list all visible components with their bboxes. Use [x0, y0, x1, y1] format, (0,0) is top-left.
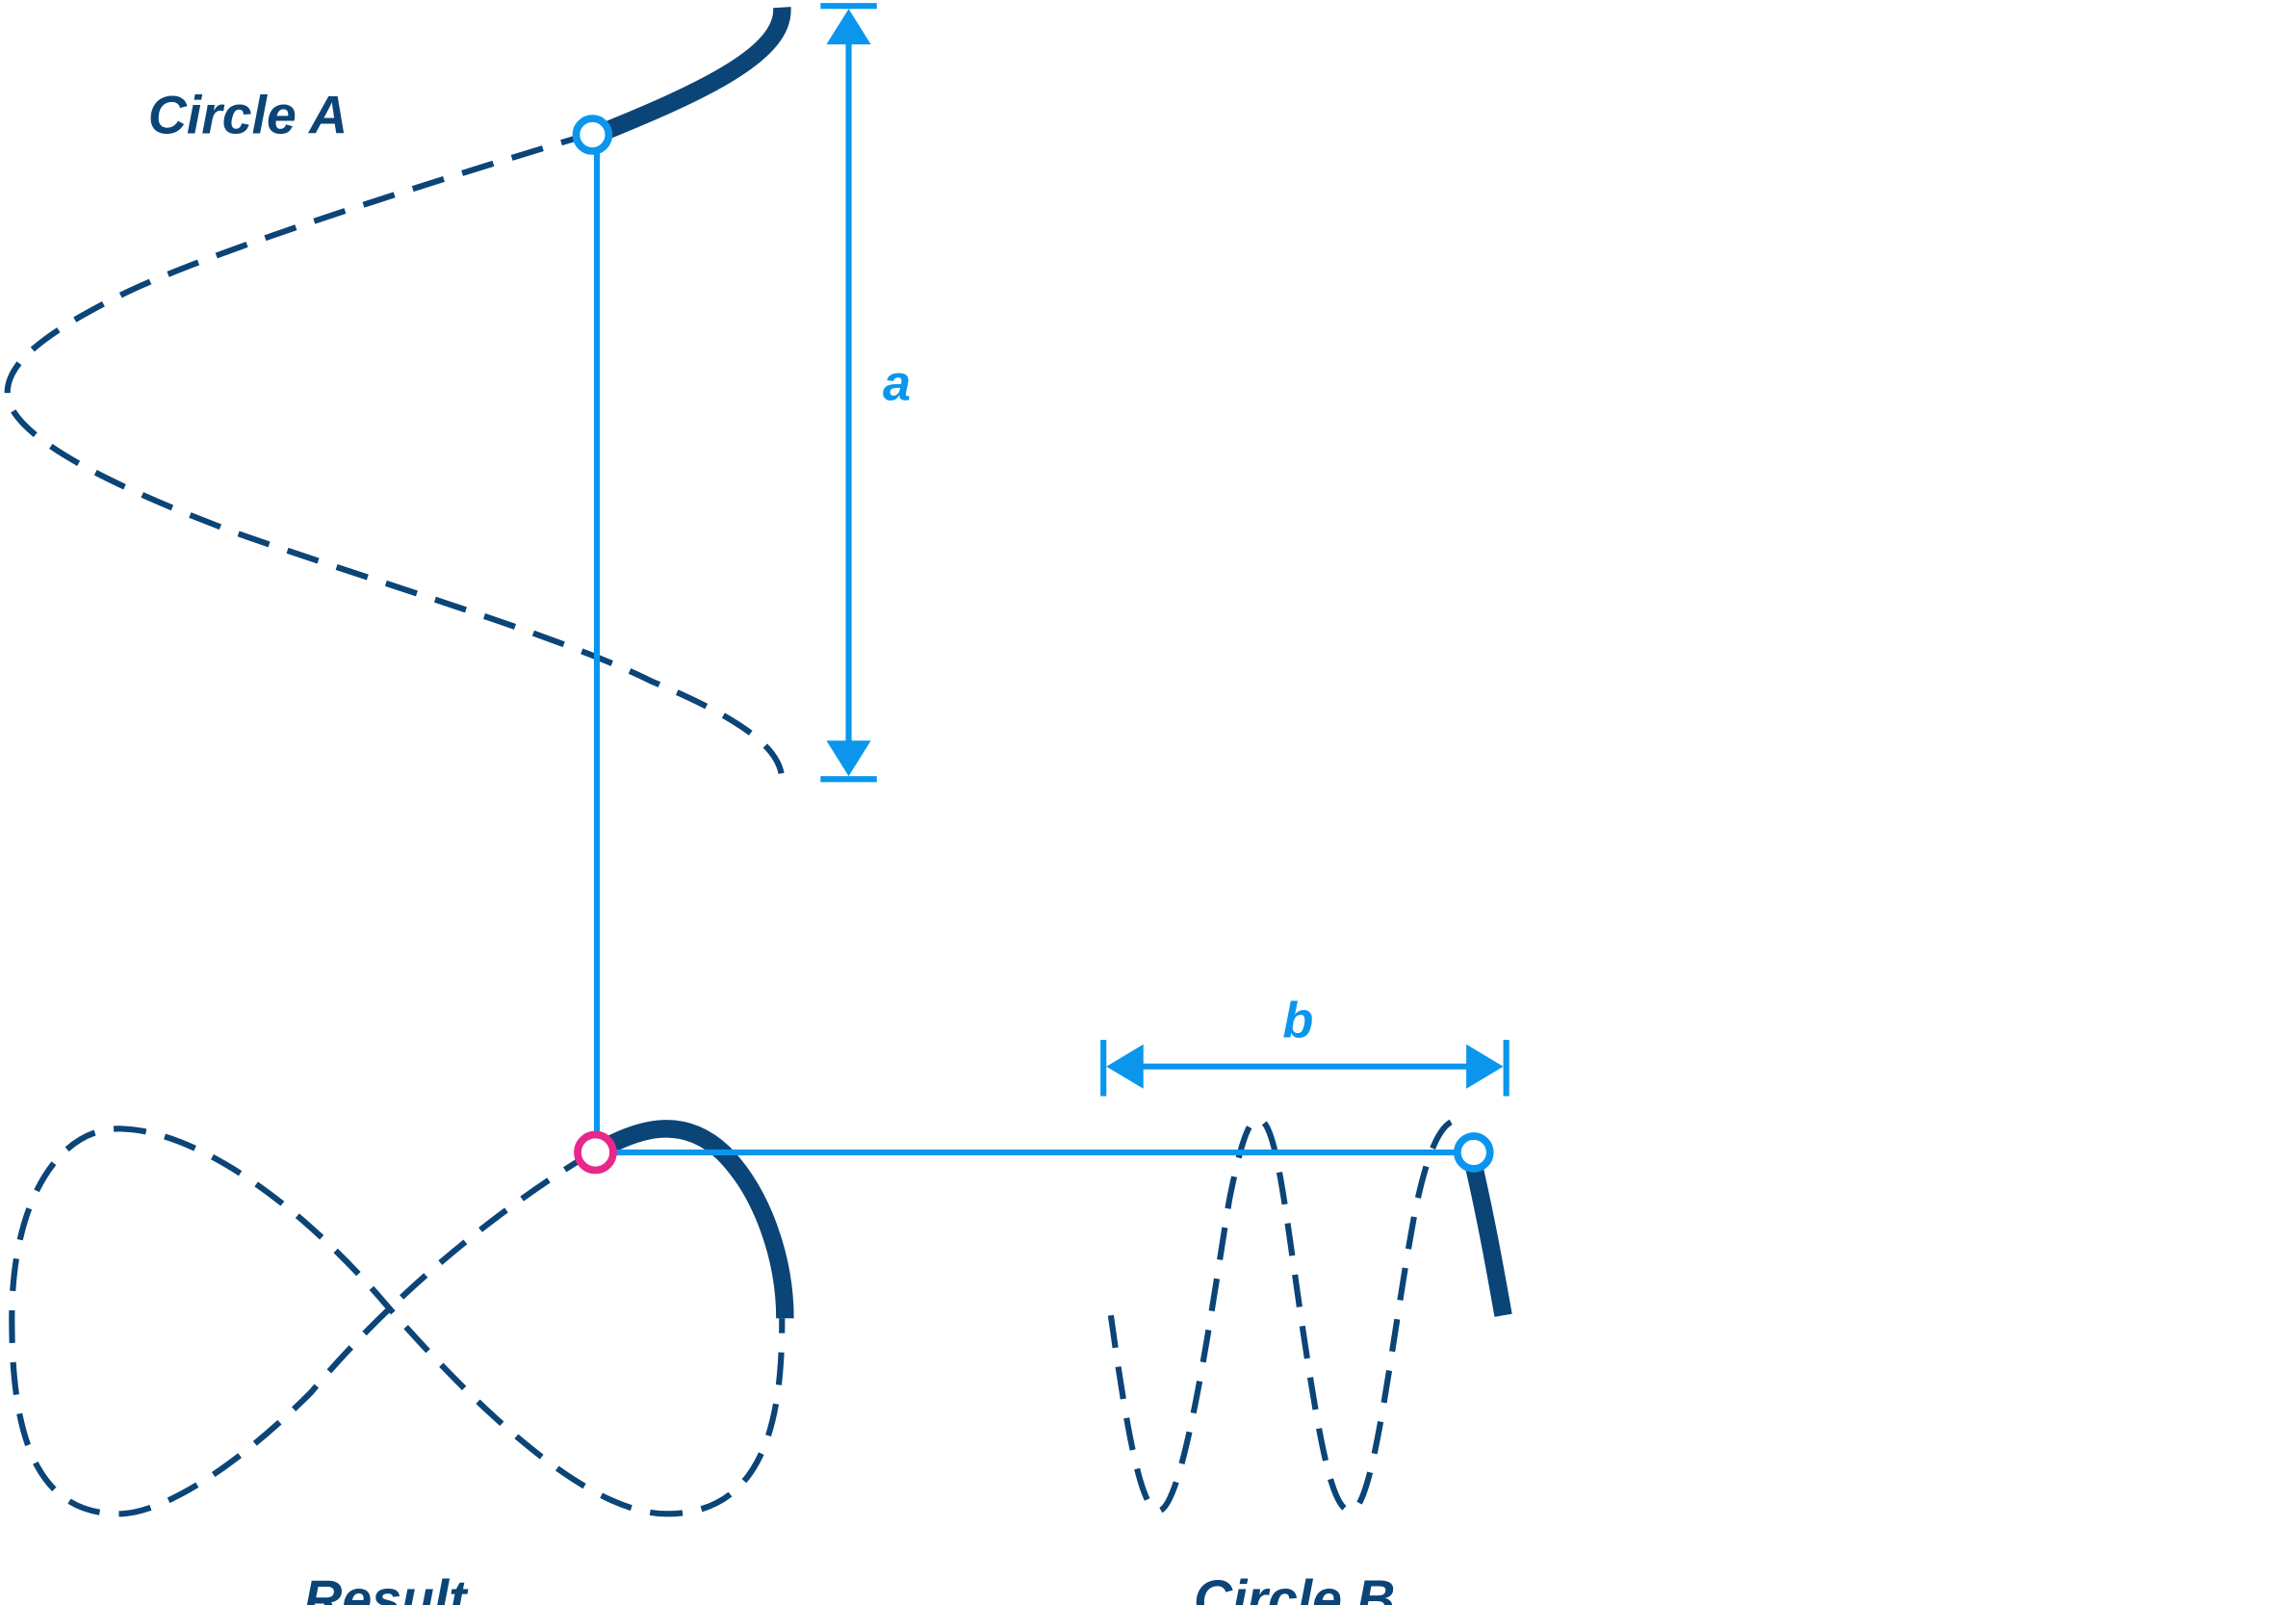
dimension-a-top-arrowhead — [826, 9, 871, 45]
circle-b-dashed-curve — [1107, 1117, 1459, 1514]
circle-b-trace — [1107, 1117, 1512, 1514]
circle-a-dashed-curve — [4, 130, 786, 781]
projection-guides — [593, 135, 1474, 1156]
circle-a-title: Circle A — [148, 85, 348, 144]
circle-a-point-marker — [572, 115, 613, 155]
dimension-b-right-arrowhead — [1466, 1044, 1504, 1089]
result-trace — [9, 1120, 794, 1517]
dimension-b-left-arrowhead — [1106, 1044, 1144, 1089]
dimension-b: b — [1100, 993, 1509, 1097]
dimension-a: a — [820, 3, 911, 783]
result-title: Result — [303, 1569, 469, 1605]
circle-a-solid-curve — [588, 7, 791, 145]
result-point-marker — [574, 1130, 617, 1175]
circle-a-trace — [4, 7, 791, 781]
circle-b-point-marker — [1454, 1132, 1494, 1173]
result-dashed-curve — [9, 1126, 786, 1517]
circle-b-title: Circle B — [1194, 1569, 1395, 1605]
result-solid-curve — [590, 1120, 794, 1319]
dimension-a-bottom-arrowhead — [826, 740, 871, 777]
circle-b-solid-curve — [1461, 1150, 1512, 1317]
dimension-b-label: b — [1282, 993, 1313, 1048]
dimension-a-label: a — [883, 355, 911, 411]
